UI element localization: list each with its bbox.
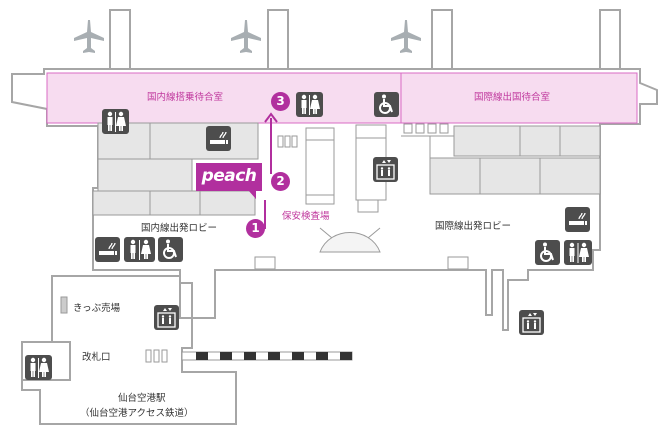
airplane-icon bbox=[74, 20, 104, 53]
smoking-icon bbox=[206, 126, 231, 151]
peach-logo: peach bbox=[196, 163, 262, 199]
gate-label: 改札口 bbox=[82, 352, 111, 363]
elevator-icon bbox=[373, 157, 398, 182]
security-label: 保安検査場 bbox=[282, 211, 330, 222]
route-step-1: 1 bbox=[246, 219, 265, 238]
restroom-icon bbox=[296, 92, 323, 117]
airplane-icon bbox=[391, 20, 421, 53]
domestic-lobby-label: 国内線出発ロビー bbox=[141, 223, 218, 234]
wheelchair-icon bbox=[374, 92, 399, 117]
wheelchair-icon bbox=[158, 237, 183, 262]
restroom-icon bbox=[124, 237, 155, 262]
smoking-icon bbox=[95, 237, 120, 262]
restroom-icon bbox=[564, 240, 592, 265]
restroom-icon bbox=[25, 355, 52, 380]
elevator-icon bbox=[519, 310, 544, 335]
intl-lounge-label: 国際線出国待合室 bbox=[474, 92, 551, 103]
ticket-sales-label: きっぷ売場 bbox=[73, 303, 121, 314]
wheelchair-icon bbox=[535, 240, 560, 265]
intl-lobby-label: 国際線出発ロビー bbox=[435, 221, 512, 232]
elevator-icon bbox=[154, 305, 179, 330]
restroom-icon bbox=[102, 109, 129, 134]
station-line-label: （仙台空港アクセス鉄道） bbox=[80, 408, 194, 419]
station-name-label: 仙台空港駅 bbox=[118, 393, 166, 404]
route-step-3: 3 bbox=[271, 92, 290, 111]
domestic-lounge-label: 国内線搭乗待合室 bbox=[147, 92, 224, 103]
smoking-icon bbox=[565, 207, 590, 232]
airplane-icon bbox=[231, 20, 261, 53]
route-step-2: 2 bbox=[271, 172, 290, 191]
